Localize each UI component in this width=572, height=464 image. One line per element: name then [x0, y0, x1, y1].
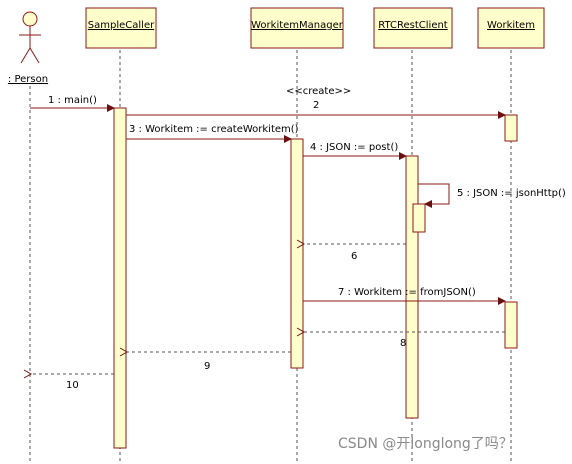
actor-label: : Person	[8, 74, 48, 85]
message-7-label: 7 : Workitem := fromJSON()	[338, 287, 476, 298]
message-5[interactable]: 5 : JSON := jsonHttp()	[418, 183, 566, 208]
messages: 1 : main() <<create>> 2 3 : Workitem := …	[23, 86, 566, 391]
lifeline-header-rtc-rest-client[interactable]: RTCRestClient	[373, 7, 453, 49]
message-4[interactable]: 4 : JSON := post()	[303, 142, 407, 160]
stick-figure-icon	[19, 11, 41, 64]
activation-bars	[113, 107, 518, 449]
message-8-label: 8	[400, 338, 406, 349]
message-4-label: 4 : JSON := post()	[310, 142, 398, 153]
message-3[interactable]: 3 : Workitem := createWorkitem()	[126, 124, 299, 143]
message-2-stereotype: <<create>>	[286, 86, 351, 97]
message-10[interactable]: 10	[23, 369, 114, 391]
message-7[interactable]: 7 : Workitem := fromJSON()	[303, 287, 506, 305]
activation-workitem-fromjson	[504, 301, 518, 349]
message-8[interactable]: 8	[296, 327, 505, 349]
lifeline-label-workitem: Workitem	[487, 20, 535, 31]
message-3-label: 3 : Workitem := createWorkitem()	[129, 124, 299, 135]
activation-sample-caller	[113, 107, 127, 449]
message-9[interactable]: 9	[119, 347, 291, 372]
message-5-label: 5 : JSON := jsonHttp()	[457, 188, 566, 199]
lifeline-label-workitem-manager: WorkitemManager	[251, 20, 344, 31]
lifeline-label-sample-caller: SampleCaller	[88, 20, 155, 31]
lifeline-header-sample-caller[interactable]: SampleCaller	[85, 7, 157, 49]
message-2-label: 2	[313, 100, 319, 111]
watermark: CSDN @开longlong了吗？	[338, 436, 513, 452]
activation-rtc-rest-client-nested	[412, 203, 426, 233]
message-2[interactable]: <<create>> 2	[126, 86, 506, 119]
activation-workitem-create	[504, 114, 518, 142]
message-1-label: 1 : main()	[48, 95, 97, 106]
message-1[interactable]: 1 : main()	[30, 95, 115, 112]
activation-workitem-manager	[290, 138, 304, 369]
message-6[interactable]: 6	[296, 239, 406, 262]
lifelines	[29, 50, 512, 462]
lifeline-header-workitem[interactable]: Workitem	[477, 7, 545, 49]
message-10-label: 10	[66, 380, 79, 391]
message-9-label: 9	[204, 361, 210, 372]
message-6-label: 6	[351, 251, 357, 262]
lifeline-label-rtc-rest-client: RTCRestClient	[378, 20, 448, 31]
lifeline-header-workitem-manager[interactable]: WorkitemManager	[250, 7, 344, 49]
person-actor[interactable]: : Person	[8, 11, 48, 85]
